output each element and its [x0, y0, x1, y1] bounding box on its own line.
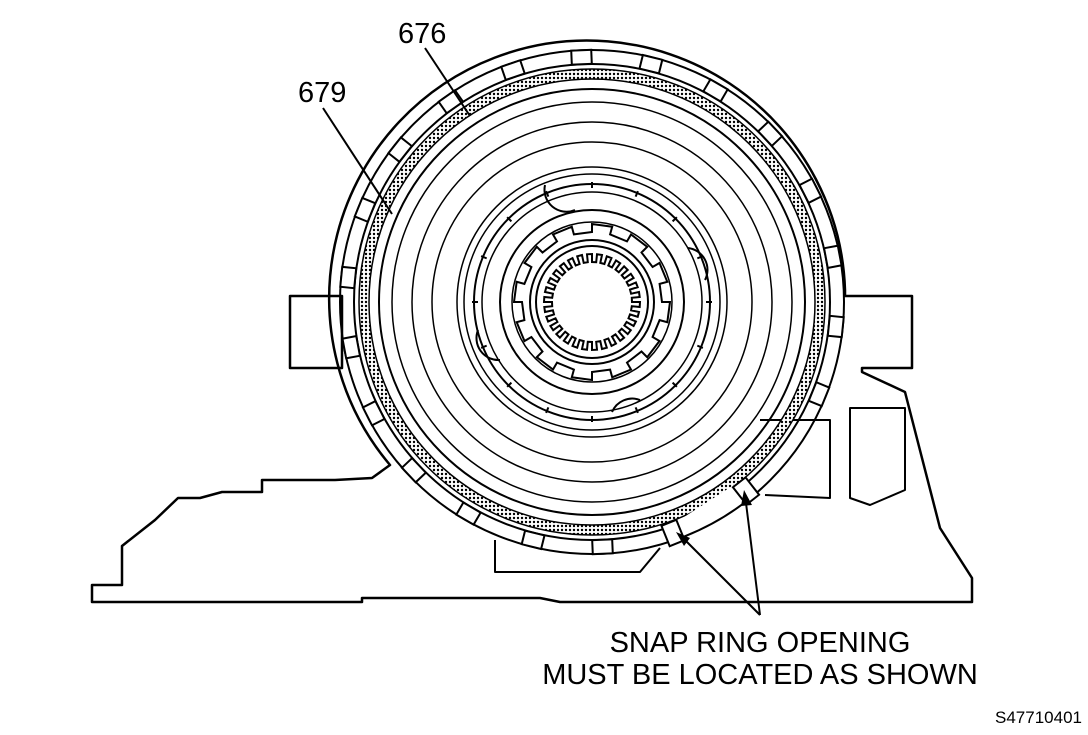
- housing-lug: [520, 529, 546, 551]
- clutch-pack-679: [378, 88, 806, 516]
- figure-code: S47710401: [995, 708, 1082, 727]
- snap-ring-note: SNAP RING OPENING MUST BE LOCATED AS SHO…: [500, 627, 1020, 691]
- sun-gear: [512, 222, 672, 382]
- arrowheads: [676, 490, 752, 546]
- housing-lug: [341, 334, 362, 360]
- hub-tick: [506, 381, 513, 388]
- housing-lug: [361, 399, 386, 427]
- housing-lug: [822, 244, 843, 270]
- callout-676: 676: [398, 18, 447, 50]
- housing-lug: [570, 48, 593, 66]
- hub-tick: [671, 381, 678, 388]
- housing-lugs: [339, 48, 845, 556]
- snap-ring-gap: [676, 482, 746, 534]
- housing-lug: [353, 196, 377, 224]
- hub-tick: [634, 190, 639, 198]
- housing-lug: [638, 53, 664, 75]
- hub-tick: [634, 406, 639, 414]
- housing-lug: [591, 538, 614, 556]
- hub-tick: [545, 190, 550, 198]
- hub-tick: [506, 216, 513, 223]
- housing-lug: [756, 120, 784, 148]
- case-housing: [90, 39, 974, 604]
- hub-assembly: [472, 182, 712, 422]
- leader-lines: [322, 47, 761, 616]
- hub-tick: [480, 344, 488, 349]
- housing-lug: [701, 77, 730, 103]
- housing-lug: [798, 177, 823, 205]
- housing-lug: [387, 136, 414, 164]
- hub-tick: [671, 216, 678, 223]
- callout-679: 679: [298, 77, 347, 109]
- housing-lug: [807, 380, 831, 408]
- housing-lug: [826, 314, 845, 339]
- snap-ring-676: [359, 69, 825, 535]
- housing-lug: [339, 265, 358, 290]
- housing-lug: [454, 501, 483, 527]
- note-line-1: SNAP RING OPENING: [609, 627, 911, 659]
- hub-tick: [480, 255, 488, 260]
- hub-tick: [545, 406, 550, 414]
- note-line-2: MUST BE LOCATED AS SHOWN: [542, 659, 978, 691]
- housing-lug: [400, 456, 428, 484]
- housing-lug: [499, 58, 526, 82]
- hub-tick: [696, 344, 704, 349]
